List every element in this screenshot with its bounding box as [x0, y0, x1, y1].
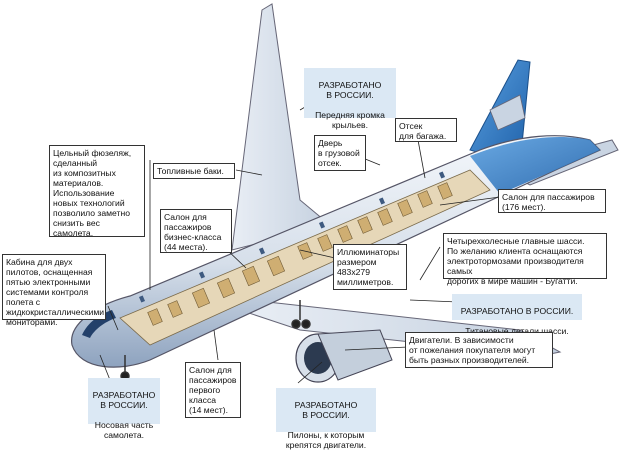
callout-wing-leading-edge-body: Передняя кромка крыльев. [315, 110, 385, 130]
callout-cargo-door: Дверь в грузовой отсек. [314, 135, 366, 171]
callout-nose: РАЗРАБОТАНО В РОССИИ. Носовая часть само… [88, 378, 160, 440]
engine [295, 329, 393, 383]
callout-titanium-gear: РАЗРАБОТАНО В РОССИИ. Титановые детали ш… [452, 294, 582, 336]
callout-passenger-cabin-176: Салон для пассажиров (176 мест). [498, 189, 606, 213]
callout-titanium-gear-body: Титановые детали шасси. [465, 326, 569, 336]
callout-titanium-gear-head: РАЗРАБОТАНО В РОССИИ. [460, 306, 574, 316]
callout-nose-head: РАЗРАБОТАНО В РОССИИ. [92, 390, 156, 410]
callout-first-class: Салон для пассажиров первого класса (14 … [185, 362, 241, 418]
callout-pylons: РАЗРАБОТАНО В РОССИИ. Пилоны, к которым … [276, 388, 376, 450]
callout-baggage: Отсек для багажа. [395, 118, 457, 142]
cabin-windows [138, 171, 446, 303]
callout-cockpit: Кабина для двух пилотов, оснащенная пять… [2, 254, 106, 327]
callout-engines: Двигатели. В зависимости от пожелания по… [405, 332, 553, 368]
callout-pylons-body: Пилоны, к которым крепятся двигатели. [285, 430, 367, 450]
seat-rows [147, 182, 453, 326]
cockpit-window [82, 310, 116, 338]
callout-business-class: Салон для пассажиров бизнес-класса (44 м… [160, 209, 232, 253]
callout-fuel-tanks: Топливные баки. [153, 163, 235, 179]
callout-pylons-head: РАЗРАБОТАНО В РОССИИ. [294, 400, 358, 420]
callout-wing-leading-edge-head: РАЗРАБОТАНО В РОССИИ. [318, 80, 382, 100]
callout-fuselage: Цельный фюзеляж, сделанный из композитны… [49, 145, 145, 238]
callout-main-gear: Четырехколесные главные шасси. По желани… [443, 233, 607, 286]
upper-wing [231, 3, 332, 251]
callout-wing-leading-edge: РАЗРАБОТАНО В РОССИИ. Передняя кромка кр… [304, 68, 396, 130]
callout-windows: Иллюминаторы размером 483x279 миллиметро… [333, 244, 407, 290]
